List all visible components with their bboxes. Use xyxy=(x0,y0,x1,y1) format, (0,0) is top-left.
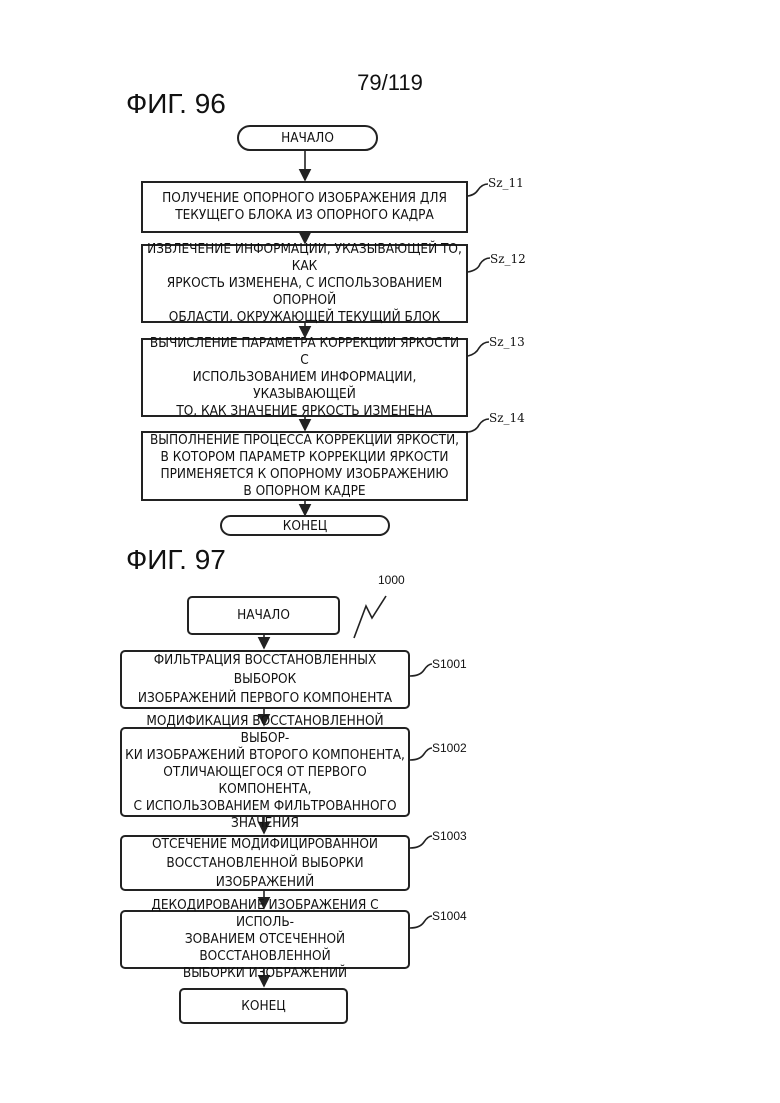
step-line: ВОССТАНОВЛЕННОЙ ВЫБОРКИ ИЗОБРАЖЕНИЙ xyxy=(125,854,405,892)
step-line: ТЕКУЩЕГО БЛОКА ИЗ ОПОРНОГО КАДРА xyxy=(162,207,447,224)
fig97-title: ФИГ. 97 xyxy=(126,544,226,576)
fig97-step-s1004: ДЕКОДИРОВАНИЕ ИЗОБРАЖЕНИЯ С ИСПОЛЬ- ЗОВА… xyxy=(120,910,410,969)
fig97-step-s1003: ОТСЕЧЕНИЕ МОДИФИЦИРОВАННОЙ ВОССТАНОВЛЕНН… xyxy=(120,835,410,891)
fig96-ref-sz13: Sz_13 xyxy=(489,335,525,349)
step-line: С ИСПОЛЬЗОВАНИЕМ ФИЛЬТРОВАННОГО xyxy=(125,798,405,815)
step-line: ЯРКОСТЬ ИЗМЕНЕНА, С ИСПОЛЬЗОВАНИЕМ ОПОРН… xyxy=(147,275,462,309)
fig96-step-sz12: ИЗВЛЕЧЕНИЕ ИНФОРМАЦИИ, УКАЗЫВАЮЩЕЙ ТО, К… xyxy=(141,244,468,323)
leader-sz14 xyxy=(468,419,489,432)
step-line: ФИЛЬТРАЦИЯ ВОССТАНОВЛЕННЫХ ВЫБОРОК xyxy=(125,651,405,689)
fig96-start-terminal: НАЧАЛО xyxy=(237,125,378,151)
fig96-end-terminal: КОНЕЦ xyxy=(220,515,390,536)
ref-zigzag-1000 xyxy=(354,596,386,638)
fig96-step-sz13: ВЫЧИСЛЕНИЕ ПАРАМЕТРА КОРРЕКЦИИ ЯРКОСТИ С… xyxy=(141,338,468,417)
step-line: ТО, КАК ЗНАЧЕНИЕ ЯРКОСТЬ ИЗМЕНЕНА xyxy=(147,403,462,420)
step-line: ВЫЧИСЛЕНИЕ ПАРАМЕТРА КОРРЕКЦИИ ЯРКОСТИ С xyxy=(147,335,462,369)
page-number: 79/119 xyxy=(340,70,440,96)
leader-s1001 xyxy=(410,664,432,676)
step-line: ПРИМЕНЯЕТСЯ К ОПОРНОМУ ИЗОБРАЖЕНИЮ xyxy=(150,466,459,483)
step-line: ОТЛИЧАЮЩЕГОСЯ ОТ ПЕРВОГО КОМПОНЕНТА, xyxy=(125,764,405,798)
fig97-end-terminal: КОНЕЦ xyxy=(179,988,348,1024)
leader-sz11 xyxy=(466,184,488,196)
fig97-ref-s1003: S1003 xyxy=(432,829,467,843)
step-line: ИСПОЛЬЗОВАНИЕМ ИНФОРМАЦИИ, УКАЗЫВАЮЩЕЙ xyxy=(147,369,462,403)
fig97-step-s1001: ФИЛЬТРАЦИЯ ВОССТАНОВЛЕННЫХ ВЫБОРОК ИЗОБР… xyxy=(120,650,410,709)
leader-sz12 xyxy=(468,258,490,272)
step-line: ИЗОБРАЖЕНИЙ ПЕРВОГО КОМПОНЕНТА xyxy=(125,689,405,708)
leader-s1002 xyxy=(410,748,432,760)
step-line: ОБЛАСТИ, ОКРУЖАЮЩЕЙ ТЕКУЩИЙ БЛОК xyxy=(147,309,462,326)
fig96-step-sz11: ПОЛУЧЕНИЕ ОПОРНОГО ИЗОБРАЖЕНИЯ ДЛЯ ТЕКУЩ… xyxy=(141,181,468,233)
step-line: ИЗВЛЕЧЕНИЕ ИНФОРМАЦИИ, УКАЗЫВАЮЩЕЙ ТО, К… xyxy=(147,241,462,275)
leader-sz13 xyxy=(468,342,489,356)
step-line: В КОТОРОМ ПАРАМЕТР КОРРЕКЦИИ ЯРКОСТИ xyxy=(150,449,459,466)
fig97-ref-s1001: S1001 xyxy=(432,657,467,671)
step-line: ВЫБОРКИ ИЗОБРАЖЕНИЙ xyxy=(125,965,405,982)
step-line: ОТСЕЧЕНИЕ МОДИФИЦИРОВАННОЙ xyxy=(125,835,405,854)
fig97-ref-s1002: S1002 xyxy=(432,741,467,755)
step-line: В ОПОРНОМ КАДРЕ xyxy=(150,483,459,500)
step-line: КИ ИЗОБРАЖЕНИЙ ВТОРОГО КОМПОНЕНТА, xyxy=(125,747,405,764)
fig96-step-sz14: ВЫПОЛНЕНИЕ ПРОЦЕССА КОРРЕКЦИИ ЯРКОСТИ, В… xyxy=(141,431,468,501)
fig97-ref-s1004: S1004 xyxy=(432,909,467,923)
step-line: ЗОВАНИЕМ ОТСЕЧЕННОЙ ВОССТАНОВЛЕННОЙ xyxy=(125,931,405,965)
fig97-step-s1002: МОДИФИКАЦИЯ ВОССТАНОВЛЕННОЙ ВЫБОР- КИ ИЗ… xyxy=(120,727,410,817)
fig96-ref-sz14: Sz_14 xyxy=(489,411,525,425)
step-line: ПОЛУЧЕНИЕ ОПОРНОГО ИЗОБРАЖЕНИЯ ДЛЯ xyxy=(162,190,447,207)
fig96-title: ФИГ. 96 xyxy=(126,88,226,120)
fig96-ref-sz11: Sz_11 xyxy=(488,176,524,190)
step-line: ЗНАЧЕНИЯ xyxy=(125,815,405,832)
fig97-diagram-ref: 1000 xyxy=(378,573,405,587)
step-line: ДЕКОДИРОВАНИЕ ИЗОБРАЖЕНИЯ С ИСПОЛЬ- xyxy=(125,897,405,931)
fig96-ref-sz12: Sz_12 xyxy=(490,252,526,266)
fig96-end-label: КОНЕЦ xyxy=(283,518,327,534)
fig97-start-terminal: НАЧАЛО xyxy=(187,596,340,635)
step-line: ВЫПОЛНЕНИЕ ПРОЦЕССА КОРРЕКЦИИ ЯРКОСТИ, xyxy=(150,432,459,449)
leader-s1003 xyxy=(410,836,432,848)
leader-s1004 xyxy=(410,916,432,928)
fig96-start-label: НАЧАЛО xyxy=(281,130,334,146)
fig97-start-label: НАЧАЛО xyxy=(237,606,290,625)
fig97-end-label: КОНЕЦ xyxy=(241,997,285,1016)
step-line: МОДИФИКАЦИЯ ВОССТАНОВЛЕННОЙ ВЫБОР- xyxy=(125,713,405,747)
